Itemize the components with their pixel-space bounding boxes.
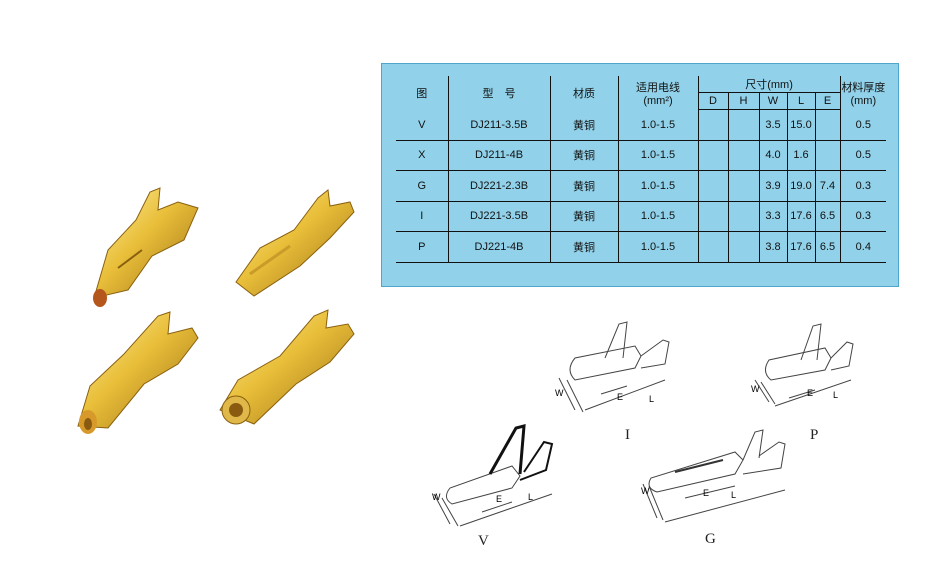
cell-thickness: 0.5 — [839, 140, 887, 171]
cell-wire: 1.0-1.5 — [617, 231, 699, 263]
dim-label-e: E — [496, 494, 502, 504]
cell-d — [697, 140, 729, 171]
cell-e — [814, 109, 841, 141]
cell-material: 黄铜 — [549, 140, 619, 171]
cell-material: 黄铜 — [549, 170, 619, 202]
dim-label-w: W — [432, 492, 441, 502]
cell-w: 3.8 — [758, 231, 788, 263]
cell-model: DJ221-4B — [447, 231, 551, 263]
header-wire-unit: (mm²) — [643, 94, 673, 107]
cell-fig: V — [396, 109, 449, 141]
diagram-label-g: G — [705, 531, 716, 547]
cell-h — [727, 231, 760, 263]
header-figure: 图 — [396, 76, 449, 110]
cell-w: 3.5 — [758, 109, 788, 141]
header-thickness-unit: (mm) — [850, 94, 877, 107]
cell-d — [697, 231, 729, 263]
header-dim-h: H — [727, 92, 760, 110]
cell-w: 4.0 — [758, 140, 788, 171]
terminal-photo-3 — [77, 311, 199, 434]
cell-thickness: 0.3 — [839, 170, 887, 202]
diagram-v: W E L — [432, 424, 554, 527]
cell-thickness: 0.3 — [839, 201, 887, 232]
cell-material: 黄铜 — [549, 231, 619, 263]
dim-label-w: W — [751, 384, 760, 394]
header-thickness: 材料厚度 (mm) — [839, 76, 887, 110]
cell-thickness: 0.5 — [839, 109, 887, 141]
diagram-label-p: P — [810, 427, 819, 443]
header-thickness-label: 材料厚度 — [841, 81, 886, 94]
spec-table: 图 型 号 材质 适用电线 (mm²) 尺寸(mm) 材料厚度 (mm) D H… — [396, 76, 887, 263]
header-material: 材质 — [549, 76, 619, 110]
table-row: I DJ221-3.5B 黄铜 1.0-1.5 3.3 17.6 6.5 0.3 — [396, 201, 887, 232]
spec-table-panel: 图 型 号 材质 适用电线 (mm²) 尺寸(mm) 材料厚度 (mm) D H… — [381, 63, 899, 287]
header-dim-e: E — [814, 92, 841, 110]
cell-h — [727, 109, 760, 141]
table-row: G DJ221-2.3B 黄铜 1.0-1.5 3.9 19.0 7.4 0.3 — [396, 170, 887, 202]
cell-l: 17.6 — [786, 231, 816, 263]
cell-e: 7.4 — [814, 170, 841, 202]
cell-e — [814, 140, 841, 171]
diagram-g: W E L — [641, 429, 786, 523]
header-wire-label: 适用电线 — [636, 81, 680, 94]
cell-fig: P — [396, 231, 449, 263]
header-dim-l: L — [786, 92, 816, 110]
cell-fig: G — [396, 170, 449, 202]
cell-model: DJ221-2.3B — [447, 170, 551, 202]
diagram-label-v: V — [478, 533, 489, 549]
cell-wire: 1.0-1.5 — [617, 140, 699, 171]
cell-d — [697, 109, 729, 141]
header-wire: 适用电线 (mm²) — [617, 76, 699, 110]
dim-label-e: E — [617, 392, 623, 402]
dim-label-l: L — [731, 490, 736, 500]
cell-h — [727, 170, 760, 202]
cell-l: 1.6 — [786, 140, 816, 171]
dim-label-w: W — [555, 388, 564, 398]
cell-model: DJ221-3.5B — [447, 201, 551, 232]
header-model: 型 号 — [447, 76, 551, 110]
table-row: P DJ221-4B 黄铜 1.0-1.5 3.8 17.6 6.5 0.4 — [396, 231, 887, 263]
table-row: X DJ211-4B 黄铜 1.0-1.5 4.0 1.6 0.5 — [396, 140, 887, 171]
header-dim-d: D — [698, 92, 729, 110]
cell-fig: I — [396, 201, 449, 232]
diagram-label-i: I — [625, 427, 630, 443]
table-row: V DJ211-3.5B 黄铜 1.0-1.5 3.5 15.0 0.5 — [396, 109, 887, 141]
header-dimensions: 尺寸(mm) — [697, 76, 841, 93]
terminal-photo-4 — [219, 309, 355, 425]
cell-material: 黄铜 — [549, 109, 619, 141]
terminal-photo-2 — [235, 189, 355, 297]
cell-model: DJ211-4B — [447, 140, 551, 171]
dim-label-l: L — [649, 394, 654, 404]
cell-d — [697, 170, 729, 202]
cell-wire: 1.0-1.5 — [617, 109, 699, 141]
diagram-i: W E L — [555, 321, 670, 413]
dim-label-l: L — [528, 492, 533, 502]
cell-wire: 1.0-1.5 — [617, 201, 699, 232]
dim-label-w: W — [641, 486, 650, 496]
cell-e: 6.5 — [814, 201, 841, 232]
cell-h — [727, 201, 760, 232]
cell-h — [727, 140, 760, 171]
dim-label-e: E — [807, 388, 813, 398]
cell-w: 3.3 — [758, 201, 788, 232]
terminal-photo-1 — [93, 187, 199, 307]
cell-l: 19.0 — [786, 170, 816, 202]
cell-fig: X — [396, 140, 449, 171]
cell-wire: 1.0-1.5 — [617, 170, 699, 202]
dim-label-l: L — [833, 390, 838, 400]
cell-material: 黄铜 — [549, 201, 619, 232]
dim-label-e: E — [703, 488, 709, 498]
cell-thickness: 0.4 — [839, 231, 887, 263]
cell-e: 6.5 — [814, 231, 841, 263]
cell-l: 15.0 — [786, 109, 816, 141]
cell-l: 17.6 — [786, 201, 816, 232]
diagram-p: W E L — [751, 323, 854, 407]
cell-d — [697, 201, 729, 232]
header-dim-w: W — [758, 92, 788, 110]
cell-model: DJ211-3.5B — [447, 109, 551, 141]
cell-w: 3.9 — [758, 170, 788, 202]
